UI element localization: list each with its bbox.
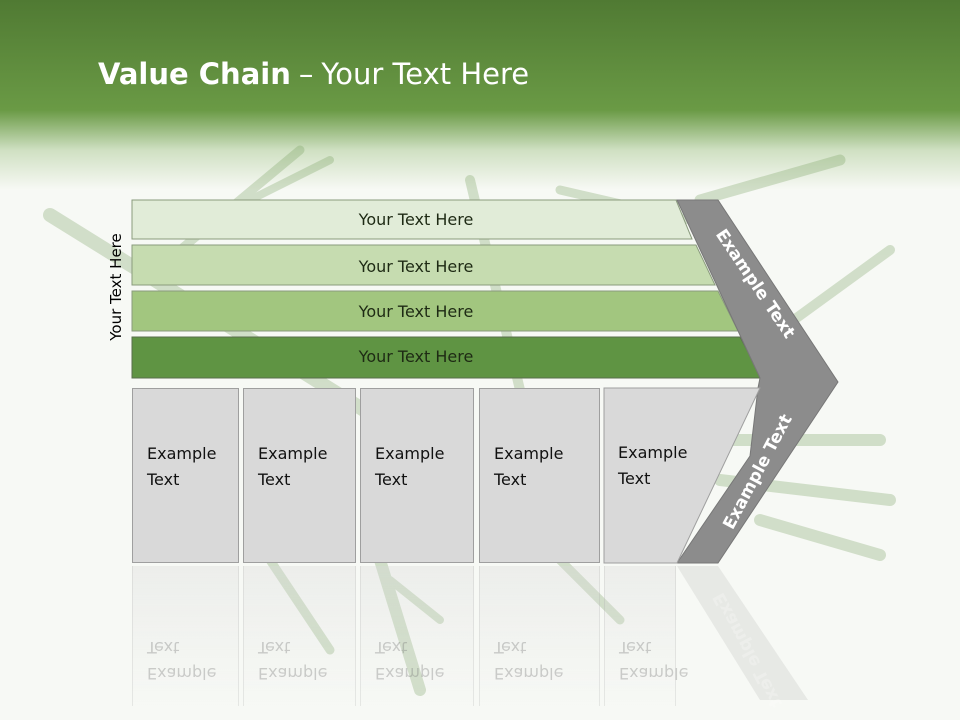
box-5: Example Text — [604, 388, 704, 563]
box-3-reflection: Example Text — [360, 566, 474, 706]
title-banner — [0, 0, 960, 190]
box-2-reflection: Example Text — [243, 566, 356, 706]
box-2-reflection-label: Example Text — [258, 638, 328, 683]
box-2-label: Example Text — [258, 444, 328, 489]
box-2: Example Text — [243, 388, 356, 563]
bar-3-label: Your Text Here — [358, 301, 474, 321]
box-5-reflection-label: Example Text — [619, 638, 689, 683]
bar-2 — [131, 244, 716, 286]
title-rest: Your Text Here — [321, 57, 530, 91]
box-5-label: Example Text — [618, 443, 688, 488]
bar-4-label: Your Text Here — [358, 346, 474, 366]
box-1-label: Example Text — [147, 444, 217, 489]
bar-2-label: Your Text Here — [358, 256, 474, 276]
box-4-reflection-label: Example Text — [494, 638, 564, 683]
chevron-reflection — [677, 566, 808, 700]
box-4-reflection: Example Text — [479, 566, 600, 706]
box-1: Example Text — [132, 388, 239, 563]
box-4-label: Example Text — [494, 444, 564, 489]
box-1-reflection: Example Text — [132, 566, 239, 706]
bar-1 — [131, 199, 693, 240]
box-3-label: Example Text — [375, 444, 445, 489]
box-5-slant — [603, 387, 761, 564]
box-3: Example Text — [360, 388, 474, 563]
box-1-reflection-label: Example Text — [147, 638, 217, 683]
slide-title: Value Chain – Your Text Here — [98, 52, 529, 96]
box-4: Example Text — [479, 388, 600, 563]
title-separator: – — [298, 57, 314, 91]
bar-1-label: Your Text Here — [358, 209, 474, 229]
box-3-reflection-label: Example Text — [375, 638, 445, 683]
box-5-reflection: Example Text — [604, 566, 688, 706]
title-bold: Value Chain — [98, 57, 291, 91]
